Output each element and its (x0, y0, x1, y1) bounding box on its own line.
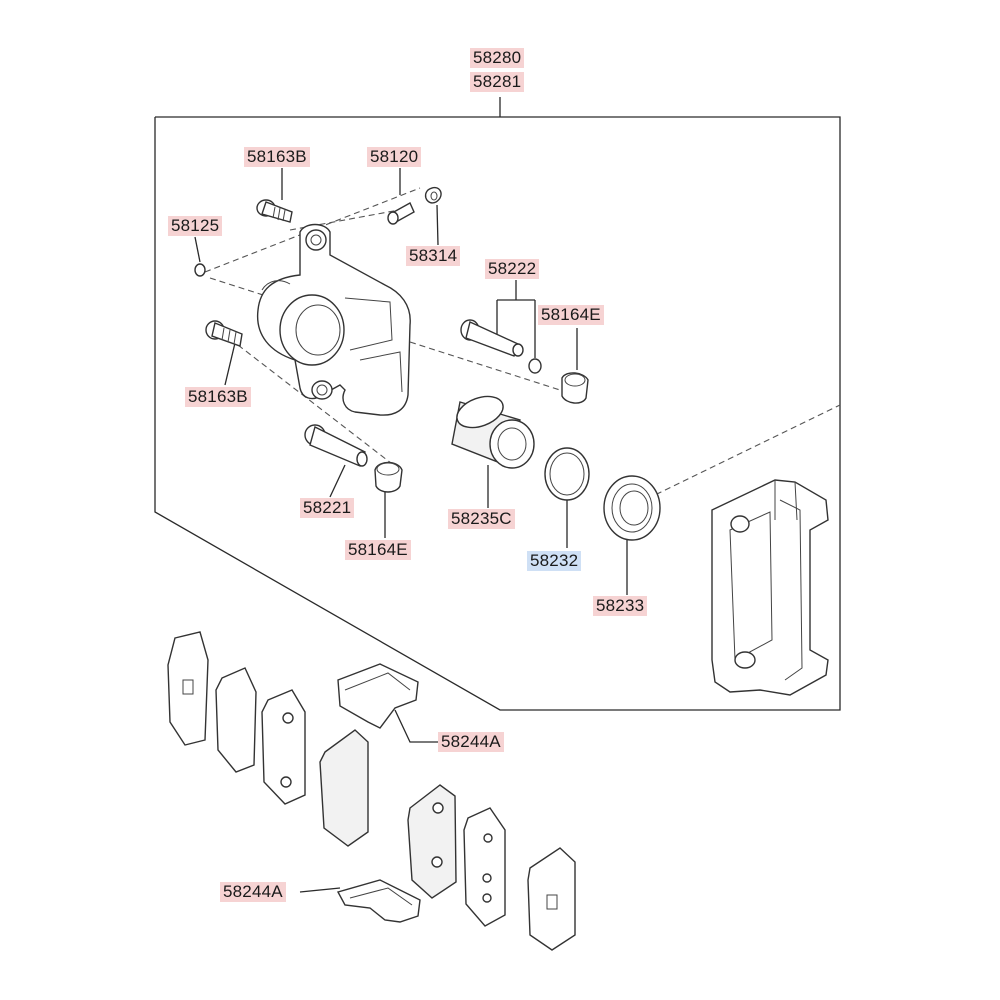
pad-friction-right (407, 784, 457, 899)
part-label-piston-seal[interactable]: 58232 (527, 551, 582, 571)
pad-insulator-left (215, 667, 257, 773)
piston-part (451, 395, 535, 469)
lower-bolt-part (205, 320, 243, 347)
top-bolt-part (256, 199, 293, 223)
part-label-piston[interactable]: 58235C (448, 509, 515, 529)
piston-seal-part (544, 447, 590, 501)
bleeder-part (387, 186, 442, 225)
part-label-bleeder[interactable]: 58120 (367, 147, 422, 167)
part-label-assy-right[interactable]: 58281 (470, 72, 525, 92)
pad-friction-left (319, 729, 369, 847)
part-label-clip[interactable]: 58314 (406, 246, 461, 266)
caliper-body-part (256, 223, 411, 416)
pad-inner-right (463, 807, 506, 927)
part-label-bleeder-cap[interactable]: 58125 (168, 216, 223, 236)
pad-clip-bottom (336, 879, 421, 923)
boot-bottom-part (374, 461, 403, 493)
part-label-bolt-top[interactable]: 58163B (244, 147, 310, 167)
part-label-pad-clip-bottom[interactable]: 58244A (220, 882, 286, 902)
leader-lines (194, 168, 628, 893)
part-label-assy-left[interactable]: 58280 (470, 48, 525, 68)
part-label-pad-clip-top[interactable]: 58244A (438, 732, 504, 752)
pad-shim-inner-right (527, 847, 576, 951)
pad-clip-top (337, 663, 419, 729)
piston-boot-part (603, 475, 661, 541)
bleeder-cap-part (194, 263, 206, 277)
boot-top-part (561, 372, 589, 404)
part-label-piston-boot[interactable]: 58233 (593, 596, 648, 616)
pad-outer-left (261, 689, 306, 805)
caliper-bracket-part (711, 479, 829, 696)
brake-pads-group (167, 631, 576, 951)
part-label-boot-top[interactable]: 58164E (538, 305, 604, 325)
pad-shim-outer-left (167, 631, 209, 746)
part-label-guide-pin[interactable]: 58221 (300, 498, 355, 518)
part-label-boot-bottom[interactable]: 58164E (345, 540, 411, 560)
guide-pin-bottom-part (304, 424, 368, 467)
guide-pin-top-part (460, 319, 542, 374)
part-label-bolt-bottom[interactable]: 58163B (185, 387, 251, 407)
assembly-outline (154, 97, 841, 711)
part-label-guide-pin-set[interactable]: 58222 (485, 259, 540, 279)
